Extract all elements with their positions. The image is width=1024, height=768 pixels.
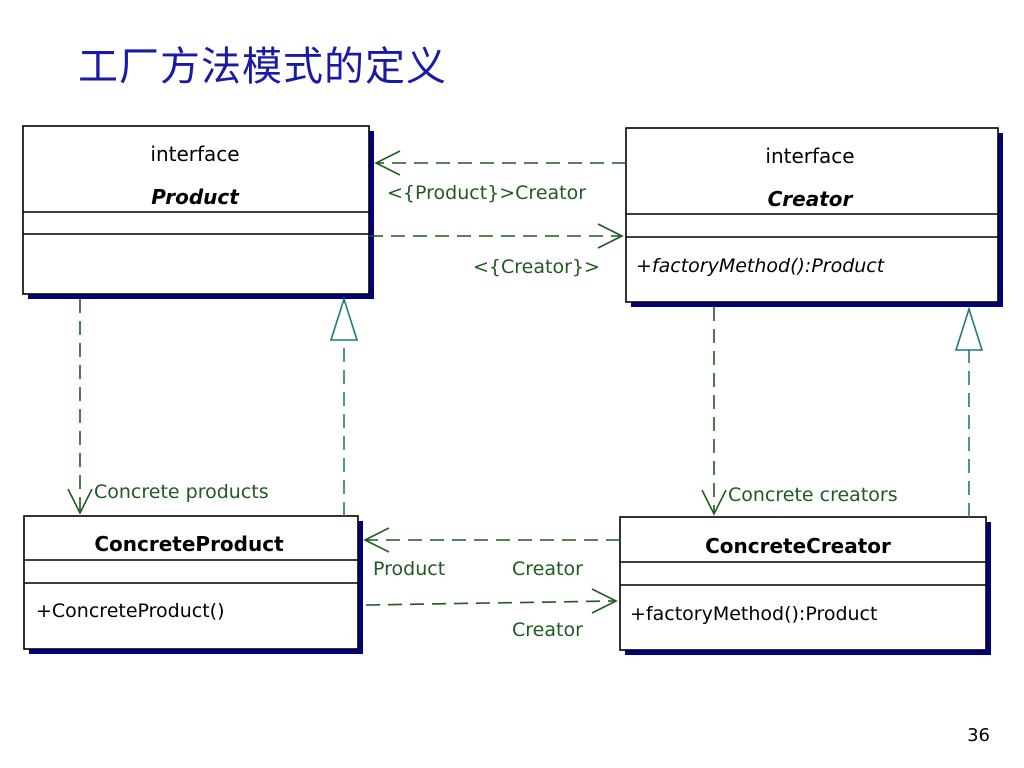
role-label-creator: Creator [512,558,583,580]
role-label-creator: Creator [512,619,583,641]
class-creator-stereotype: interface [765,144,854,168]
class-product-name: Product [151,185,240,209]
role-label-product: Product [373,558,445,580]
hollow-triangle-arrowhead [954,306,984,351]
class-creator[interactable]: interface Creator +factoryMethod():Produ… [625,127,1003,307]
class-product-stereotype: interface [150,142,239,166]
dependency-creator-to-concrete-creator[interactable]: Concrete creators [701,307,898,516]
dependency-label: <{Product}>Creator [387,182,586,204]
class-creator-operation: +factoryMethod():Product [636,255,886,277]
class-creator-box [625,127,999,303]
class-concrete-product[interactable]: ConcreteProduct +ConcreteProduct() [23,515,363,654]
page-number: 36 [967,725,990,746]
class-concrete-creator-operation: +factoryMethod():Product [630,603,877,625]
dependency-product-to-creator[interactable]: <{Creator}> [369,223,624,278]
dependency-product-to-concrete-product[interactable]: Concrete products [67,299,269,515]
association-concrete-creator-to-concrete-product[interactable]: Product Creator [363,527,620,580]
open-arrowhead [597,223,624,249]
association-concrete-product-to-concrete-creator[interactable]: Creator [365,588,618,641]
class-concrete-creator-name: ConcreteCreator [705,534,891,558]
class-concrete-product-operation: +ConcreteProduct() [36,600,225,622]
class-concrete-creator-box [619,516,987,651]
dependency-label: <{Creator}> [473,256,600,278]
hollow-triangle-arrowhead [329,296,359,341]
class-product-box [22,125,370,295]
realization-concrete-product-to-product[interactable] [329,296,359,516]
class-product[interactable]: interface Product [22,125,374,299]
class-creator-name: Creator [768,187,854,211]
open-arrowhead [701,489,727,516]
open-arrowhead [591,588,618,614]
dependency-creator-to-product[interactable]: <{Product}>Creator [374,150,626,204]
open-arrowhead [363,527,390,553]
association-line [365,600,615,606]
realization-concrete-creator-to-creator[interactable] [954,306,984,517]
class-concrete-product-name: ConcreteProduct [94,532,284,556]
class-concrete-creator[interactable]: ConcreteCreator +factoryMethod():Product [619,516,991,655]
dependency-label: Concrete creators [728,484,898,506]
dependency-label: Concrete products [94,481,269,503]
open-arrowhead [67,488,93,515]
page-title: 工厂方法模式的定义 [78,44,447,90]
open-arrowhead [374,150,401,176]
